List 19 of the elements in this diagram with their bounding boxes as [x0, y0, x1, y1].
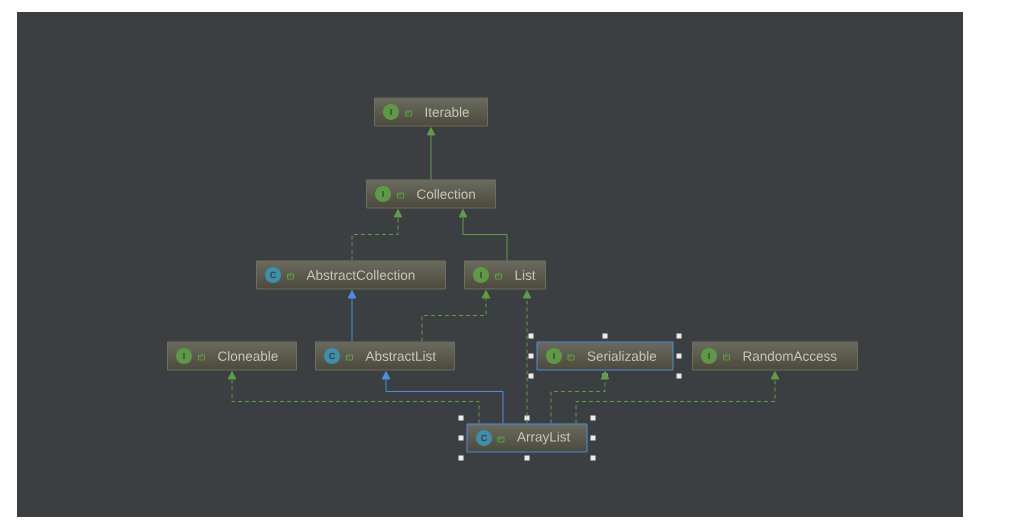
inheritance-arrow [381, 371, 504, 424]
type-badge: I [375, 186, 391, 202]
inheritance-arrow [421, 290, 491, 342]
type-badge: C [476, 430, 492, 446]
inheritance-arrow [347, 290, 357, 342]
inheritance-arrow [227, 371, 480, 424]
type-badge: I [176, 348, 192, 364]
inheritance-arrow [458, 209, 508, 261]
inheritance-arrow [522, 290, 532, 424]
type-badge: I [701, 348, 717, 364]
type-badge: C [265, 267, 281, 283]
inheritance-arrow [426, 127, 436, 180]
type-badge: I [383, 104, 399, 120]
inheritance-arrow [550, 371, 610, 424]
inheritance-arrow [575, 371, 780, 424]
inheritance-arrow [351, 209, 403, 261]
type-badge: I [473, 267, 489, 283]
type-badge: C [324, 348, 340, 364]
type-badge: I [546, 348, 562, 364]
